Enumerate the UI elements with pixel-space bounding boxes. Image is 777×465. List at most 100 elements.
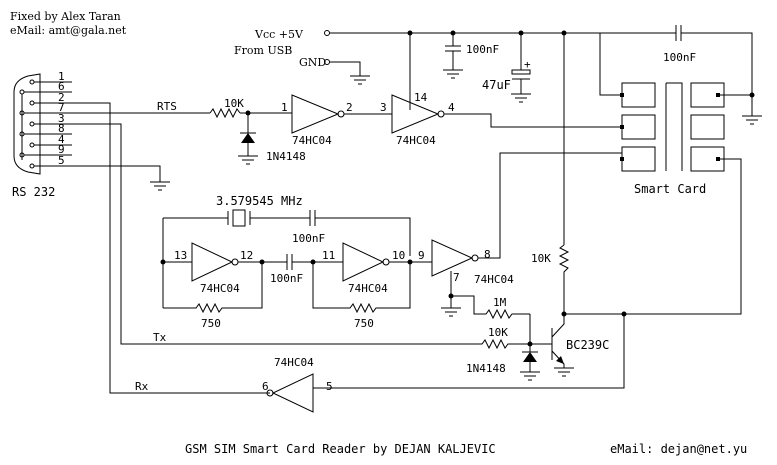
- pin-label: 8: [58, 122, 65, 135]
- tx-line-wire: [72, 123, 552, 350]
- rs232-gnd-wire: [72, 165, 161, 182]
- contact-dot: [716, 93, 720, 97]
- inverter-gate-4: [342, 242, 385, 282]
- pin-label: 9: [58, 143, 65, 156]
- osc-cap-value: 100nF: [292, 232, 325, 245]
- card-chip-outline: [665, 82, 683, 171]
- connector-pin: [19, 89, 25, 95]
- pin-label: 5: [58, 154, 65, 167]
- ground-symbol: [443, 69, 463, 79]
- gnd-input-wire: [330, 61, 361, 76]
- gate1-part: 74HC04: [292, 134, 332, 147]
- gate1-pin-out: 2: [346, 101, 353, 114]
- electrolytic-capacitor-plate: [512, 78, 530, 94]
- inverter-bubble: [266, 389, 274, 397]
- gate3-pin-in: 13: [174, 249, 187, 262]
- card-bypass-cap-value: 100nF: [663, 51, 696, 64]
- decoupling-cap-value: 100nF: [466, 43, 499, 56]
- ground-symbol: [554, 367, 574, 377]
- diode1-body: [241, 133, 255, 143]
- connector-pin: [29, 100, 35, 106]
- rx-line-wire: [72, 102, 270, 394]
- tx-label: Tx: [153, 331, 167, 344]
- credit-line-2: eMail: amt@gala.net: [10, 24, 127, 37]
- coupling-cap-value: 100nF: [270, 272, 303, 285]
- gate4-pin-out: 10: [392, 249, 405, 262]
- card-bypass-capacitor: [600, 25, 753, 95]
- contact-dot: [620, 93, 624, 97]
- connector-leads: [24, 81, 72, 167]
- connector-name: RS 232: [12, 185, 55, 199]
- gate3-part: 74HC04: [200, 282, 240, 295]
- transistor-bc239c: [551, 320, 565, 368]
- decoupling-capacitor: [445, 33, 461, 70]
- feedback-resistor-1-value: 750: [201, 317, 221, 330]
- gnd-terminal: [324, 59, 330, 65]
- clock-line-wire: [478, 152, 622, 259]
- vcc-label: Vcc +5V: [254, 28, 304, 41]
- gnd-label: GND: [299, 56, 326, 69]
- gate5-part: 74HC04: [474, 273, 514, 286]
- feedback-resistor-1: [163, 262, 263, 314]
- electrolytic-capacitor: [511, 69, 531, 75]
- gate6-pin-in: 5: [326, 380, 333, 393]
- crystal-frequency: 3.579545 MHz: [216, 194, 303, 208]
- diode2-body: [523, 352, 537, 362]
- pin-label: 4: [58, 133, 65, 146]
- card-contact-clk: [621, 146, 656, 172]
- gate2-part: 74HC04: [396, 134, 436, 147]
- bulk-cap-value: 47uF: [482, 78, 511, 92]
- gate2-pin-vcc: 14: [414, 91, 428, 104]
- ground-symbol: [441, 307, 461, 317]
- ground-symbol: [520, 371, 540, 381]
- connector-pin: [29, 163, 35, 169]
- pin-label: 2: [58, 91, 65, 104]
- rts-resistor-value: 10K: [224, 97, 244, 110]
- pin-label: 1: [58, 70, 65, 83]
- connector-pin: [29, 121, 35, 127]
- ground-symbol: [511, 93, 531, 103]
- feedback-resistor-2-value: 750: [354, 317, 374, 330]
- gate4-part: 74HC04: [348, 282, 388, 295]
- card-vcc-wire: [599, 33, 622, 96]
- rs232-connector: [13, 73, 72, 175]
- connector-pin: [29, 142, 35, 148]
- gate5-pin-in: 9: [418, 249, 425, 262]
- diode1-cathode: [240, 132, 256, 156]
- pin-label: 7: [58, 101, 65, 114]
- ground-symbol: [238, 155, 258, 165]
- pullup-resistor: [558, 244, 570, 320]
- gate6-pin-out: 6: [262, 380, 269, 393]
- from-usb-label: From USB: [234, 44, 292, 57]
- transistor-label: BC239C: [566, 338, 609, 352]
- emitter-arrow: [556, 356, 564, 364]
- pin-label: 6: [58, 80, 65, 93]
- gate4-pin-in: 11: [322, 249, 335, 262]
- credit-line-1: Fixed by Alex Taran: [10, 10, 121, 23]
- gate1-pin-in: 1: [281, 101, 288, 114]
- gate6-part: 74HC04: [274, 356, 314, 369]
- db9-shell: [13, 73, 41, 175]
- ground-symbol: [350, 75, 370, 85]
- contact-dot: [620, 157, 624, 161]
- gate2-pin-in: 3: [380, 101, 387, 114]
- card-contact-vcc: [621, 82, 656, 108]
- diode2-cathode: [522, 351, 538, 372]
- vcc-terminal: [324, 30, 330, 36]
- footer-email: eMail: dejan@net.yu: [610, 442, 747, 456]
- card-contact-rst: [621, 114, 656, 140]
- gate5-pin-gnd: 7: [453, 271, 460, 284]
- rx-label: Rx: [135, 380, 149, 393]
- pin-label: 3: [58, 112, 65, 125]
- diode2-label: 1N4148: [466, 362, 506, 375]
- gate5-pin-out: 8: [484, 248, 491, 261]
- polarity-plus: +: [524, 58, 531, 71]
- gate2-pin-out: 4: [448, 101, 455, 114]
- diode1-label: 1N4148: [266, 150, 306, 163]
- base-resistor-value: 10K: [488, 326, 508, 339]
- inverter-gate-2: [391, 94, 440, 134]
- inverter-gate-5: [431, 239, 474, 277]
- footer-title: GSM SIM Smart Card Reader by DEJAN KALJE…: [185, 442, 496, 456]
